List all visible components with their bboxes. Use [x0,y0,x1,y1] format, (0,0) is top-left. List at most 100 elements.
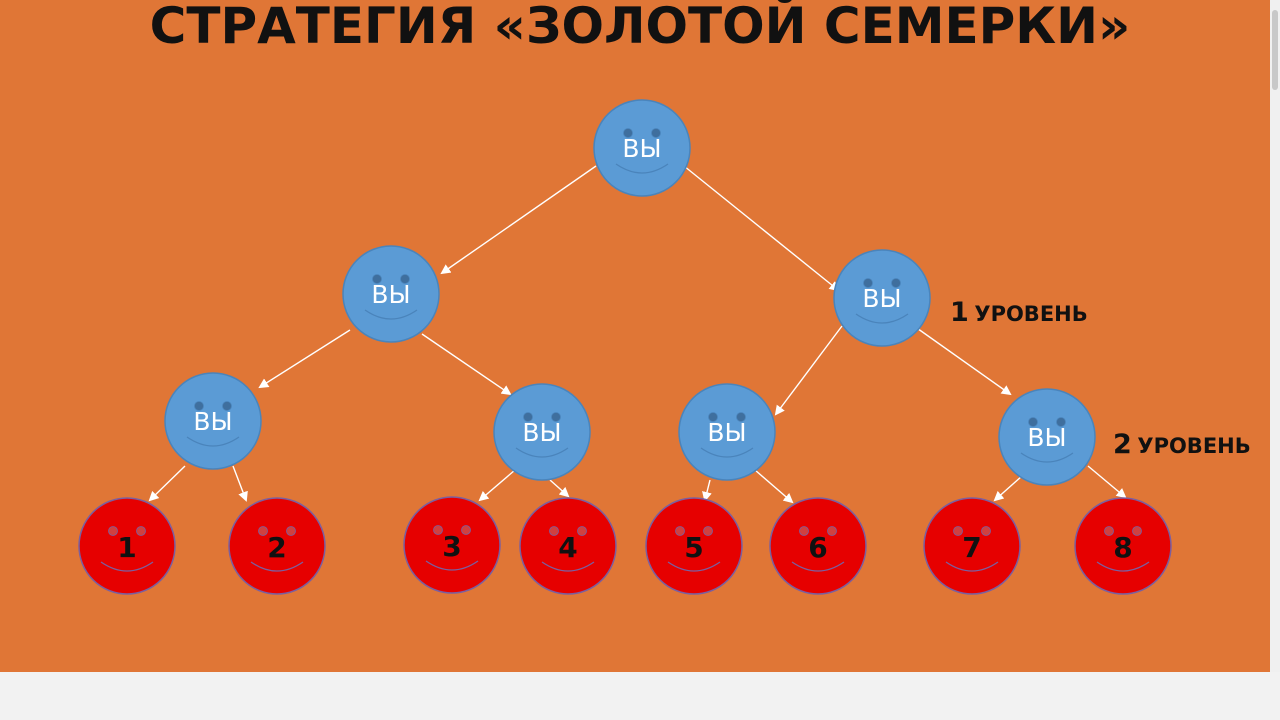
level-1-number: 1 [950,297,969,328]
partner-5-circle [645,497,743,595]
partner-3-circle [403,496,501,594]
you-l1-a-eye-right [400,274,410,284]
arrow-13 [993,475,1023,502]
you-l2-b-circle [493,383,591,481]
partner-7-smile [945,561,999,572]
you-l2-b-label: ВЫ [522,418,561,447]
you-l2-c-eye-left [708,412,718,422]
you-l1-b-smile [855,313,909,324]
you-root-smile [615,163,669,174]
you-root-eye-left [623,128,633,138]
partner-3-eye-left [433,525,443,535]
you-l1-a-circle [342,245,440,343]
partner-3-label: 3 [442,530,461,563]
you-l2-d-circle [998,388,1096,486]
partner-6-smile [791,561,845,572]
you-l1-b-eye-right [891,278,901,288]
partner-4-eye-right [577,526,587,536]
you-root-node: ВЫ [593,99,691,197]
you-l2-d-node: ВЫ [998,388,1096,486]
you-l1-b-circle [833,249,931,347]
partner-5-node: 5 [645,497,743,595]
partner-6-eye-left [799,526,809,536]
partner-1-circle [78,497,176,595]
level-2-number: 2 [1113,429,1132,460]
partner-2-smile [250,561,304,572]
partner-4-circle [519,497,617,595]
you-l2-c-node: ВЫ [678,383,776,481]
you-root-circle [593,99,691,197]
vertical-scrollbar[interactable] [1270,0,1280,672]
partner-5-smile [667,561,721,572]
partner-8-node: 8 [1074,497,1172,595]
partner-7-label: 7 [962,531,981,564]
partner-2-circle [228,497,326,595]
level-2-word: УРОВЕНЬ [1137,434,1251,458]
partner-2-eye-right [286,526,296,536]
you-l1-b-label: ВЫ [862,284,901,313]
you-l2-b-smile [515,447,569,458]
partner-2-label: 2 [267,531,286,564]
tree-nodes: ВЫ ВЫ ВЫ ВЫ ВЫ ВЫ ВЫ 1 2 3 4 5 6 7 8 [78,99,1172,595]
footer-bar [0,672,1280,720]
you-l2-d-eye-left [1028,417,1038,427]
partner-7-circle [923,497,1021,595]
arrow-1 [440,165,597,275]
you-l2-c-eye-right [736,412,746,422]
arrow-6 [913,325,1012,396]
partner-6-label: 6 [808,531,827,564]
partner-1-node: 1 [78,497,176,595]
partner-3-eye-right [461,525,471,535]
scrollbar-thumb[interactable] [1272,10,1278,90]
arrow-9 [478,469,516,502]
you-l1-b-node: ВЫ [833,249,931,347]
partner-5-eye-left [675,526,685,536]
you-l2-d-label: ВЫ [1027,423,1066,452]
level-2-label: 2 УРОВЕНЬ [1113,429,1251,460]
partner-8-label: 8 [1113,531,1132,564]
partner-7-node: 7 [923,497,1021,595]
partner-6-eye-right [827,526,837,536]
you-l1-a-label: ВЫ [371,280,410,309]
arrow-14 [1087,465,1127,499]
partner-8-eye-right [1132,526,1142,536]
partner-4-smile [541,561,595,572]
partner-1-smile [100,561,154,572]
you-root-eye-right [651,128,661,138]
partner-7-eye-left [953,526,963,536]
partner-8-eye-left [1104,526,1114,536]
partner-4-node: 4 [519,497,617,595]
partner-8-smile [1096,561,1150,572]
arrow-11 [702,479,712,502]
you-l2-a-label: ВЫ [193,407,232,436]
arrow-3 [258,329,351,389]
you-l2-c-smile [700,447,754,458]
you-l2-b-eye-left [523,412,533,422]
partner-6-circle [769,497,867,595]
partner-3-smile [425,560,479,571]
partner-5-eye-right [703,526,713,536]
arrow-8 [232,465,248,502]
partner-5-label: 5 [684,531,703,564]
you-l1-a-smile [364,309,418,320]
you-l2-a-circle [164,372,262,470]
you-l2-c-circle [678,383,776,481]
arrow-2 [683,165,840,292]
partner-1-eye-right [136,526,146,536]
partner-1-label: 1 [117,531,136,564]
partner-4-label: 4 [558,531,577,564]
partner-2-node: 2 [228,497,326,595]
you-l2-d-smile [1020,452,1074,463]
partner-2-eye-left [258,526,268,536]
arrow-7 [148,465,186,502]
you-l2-b-node: ВЫ [493,383,591,481]
you-root-label: ВЫ [622,134,661,163]
you-l2-b-eye-right [551,412,561,422]
you-l1-a-eye-left [372,274,382,284]
partner-3-node: 3 [403,496,501,594]
you-l1-a-node: ВЫ [342,245,440,343]
you-l2-d-eye-right [1056,417,1066,427]
arrow-12 [754,469,794,504]
